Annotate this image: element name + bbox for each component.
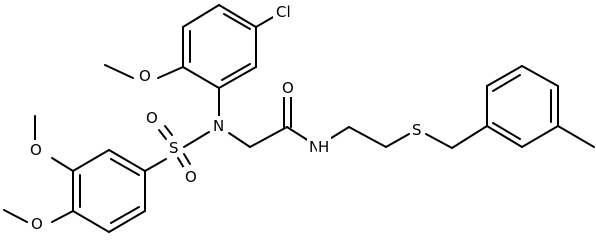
bond [72,210,110,233]
bond [183,153,191,165]
label-background [280,78,295,97]
bond [177,157,185,169]
atom-label-o-sulfonyl-top: O [146,109,158,127]
bond [486,65,523,87]
atom-label-o-carbonyl: O [282,79,294,97]
bond [486,125,523,148]
label-background [211,116,226,135]
bond [157,66,184,79]
bond [108,210,146,233]
atom-label-o-methoxy-upper: O [30,141,42,159]
atom-label-s-sulfonyl: S [169,139,179,157]
bond [144,158,167,172]
bond [104,64,134,79]
bond [228,132,251,148]
atom-label-o-methoxy-lower: O [31,215,43,233]
label-background [137,66,152,85]
bond [521,65,559,87]
label-background [144,108,159,127]
bond [182,4,220,28]
label-background [273,2,295,21]
bond [72,149,110,172]
bond [3,209,28,223]
bond [385,133,410,148]
bond [182,66,220,89]
bond [110,158,140,176]
bond [164,125,173,136]
bond [348,126,387,148]
bond [218,4,257,28]
bond [221,63,251,81]
label-background [29,214,44,233]
bonds [3,4,595,233]
bond [51,157,74,172]
bond [108,149,146,172]
atom-label-n-amide: N [309,138,320,156]
bond [425,133,453,149]
bond [557,125,595,148]
atom-labels: Cl O N S O O O N H S O O [28,2,425,233]
label-background [28,140,43,159]
bond [110,206,140,224]
atom-label-h-amide: H [318,138,329,156]
bond [521,125,559,148]
label-background [183,167,198,186]
label-background [167,138,182,157]
bond [255,15,276,28]
bond [158,129,167,140]
bond [492,122,521,140]
bond [286,126,310,142]
atom-label-o-sulfonyl-bottom: O [185,168,197,186]
bond [492,74,521,92]
bond [51,210,74,223]
label-background [317,137,331,156]
bond [249,126,288,148]
atom-label-s-thioether: S [412,121,422,139]
atom-label-n-sulfonamide: N [213,117,224,135]
bond [223,13,251,30]
bond [451,125,488,149]
atom-label-o-methoxy: O [139,67,151,85]
bond [183,131,210,148]
atom-label-cl: Cl [276,3,291,21]
bond [218,66,257,89]
label-background [410,120,425,139]
bond [327,126,350,141]
